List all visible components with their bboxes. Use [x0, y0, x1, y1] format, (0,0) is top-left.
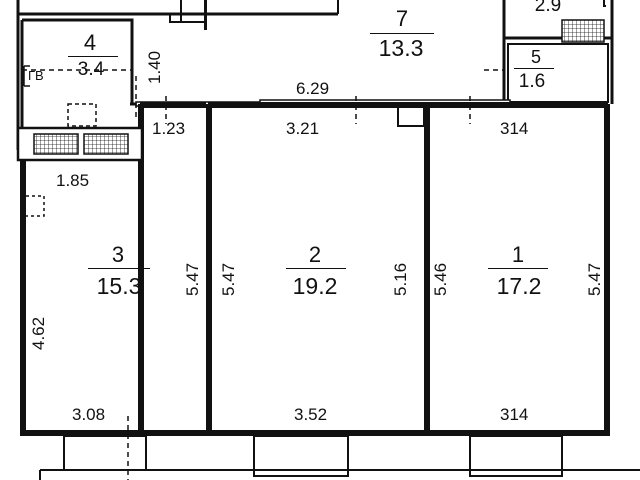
dim-room3-mid: 1.85: [56, 171, 90, 190]
dim-room2-bottom: 3.52: [294, 405, 328, 424]
room-4-area: 3.4: [77, 59, 105, 80]
room-5-area: 1.6: [518, 71, 546, 92]
partial-area-label: 2.9: [534, 0, 562, 16]
fixtures: [23, 65, 97, 217]
room-2-divider: [286, 268, 346, 269]
dim-bath-height: 1.40: [145, 50, 164, 84]
room-2-number: 2: [308, 242, 322, 267]
room-3-number: 3: [111, 242, 125, 267]
dim-hall-width: 6.29: [296, 79, 330, 98]
room-7-number: 7: [395, 6, 409, 31]
dim-room3-bottom: 3.08: [72, 405, 106, 424]
dim-room3-left: 4.62: [29, 316, 48, 350]
dim-room1-left: 5.46: [431, 262, 450, 296]
room-2-area: 19.2: [292, 273, 338, 299]
dim-room1-bottom: 314: [500, 405, 529, 424]
dim-room2-left: 5.47: [219, 262, 238, 296]
room-1-divider: [488, 268, 548, 269]
bottom-wall: [20, 430, 640, 480]
equipment-label: ГВ: [28, 68, 44, 83]
dim-room1-top: 314: [500, 119, 529, 138]
hall-wall: [135, 99, 608, 434]
dim-room1-right: 5.47: [585, 262, 604, 296]
room-1-number: 1: [511, 242, 525, 267]
room-4-divider: [68, 56, 118, 57]
right-wall: [604, 104, 610, 434]
room-3-area: 15.3: [96, 273, 142, 299]
room-5-number: 5: [530, 47, 541, 67]
room3-walls: [16, 104, 144, 434]
room-7-divider: [370, 33, 434, 34]
dim-room3-top: 1.23: [152, 119, 186, 138]
room-7-area: 13.3: [378, 35, 424, 61]
room-5-divider: [514, 68, 554, 69]
dim-room2-right: 5.16: [391, 262, 410, 296]
room-4-number: 4: [83, 30, 97, 55]
dim-room2-top: 3.21: [286, 119, 320, 138]
room-3-divider: [88, 268, 150, 269]
room-1-area: 17.2: [496, 273, 542, 299]
dim-room3-right: 5.47: [183, 262, 202, 296]
dimension-lines: [22, 69, 504, 480]
window-top-right: [561, 19, 605, 43]
